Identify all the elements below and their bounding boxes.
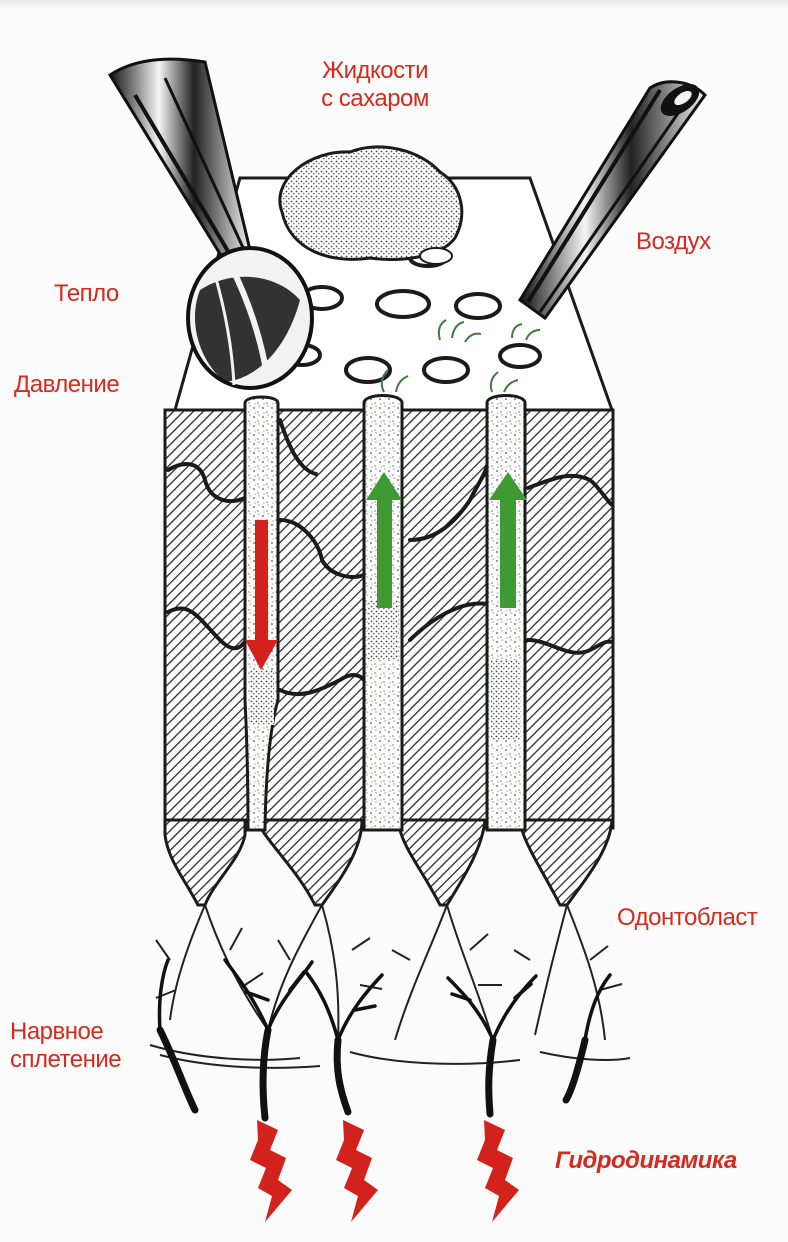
lightning-icon <box>477 1120 519 1222</box>
lightning-icon <box>336 1120 378 1222</box>
air-syringe-instrument <box>520 78 705 318</box>
odontoblast-label: Одонтобласт <box>617 903 757 933</box>
pressure-label: Давление <box>14 370 119 400</box>
sugar-liquid-blob <box>280 147 462 260</box>
tubule-fluid-dense <box>368 600 398 660</box>
nerve-plexus <box>150 905 630 1068</box>
liquids-label-line1: Жидкости <box>300 56 450 86</box>
nerve-plexus-label-line2: сплетение <box>10 1045 121 1075</box>
nerve-fibers <box>160 1030 585 1118</box>
sugar-drop <box>420 248 452 264</box>
tubule-fluid-dense <box>491 660 521 740</box>
heat-label: Тепло <box>54 279 119 309</box>
lightning-icon <box>250 1120 292 1222</box>
nerve-plexus-label-line1: Нарвное <box>10 1017 103 1047</box>
air-label: Воздух <box>636 227 711 257</box>
odontoblast-bodies <box>165 820 612 905</box>
tubule-fluid-dense <box>250 670 274 725</box>
hydrodynamics-label: Гидродинамика <box>555 1146 737 1176</box>
liquids-label-line2: с сахаром <box>300 84 450 114</box>
